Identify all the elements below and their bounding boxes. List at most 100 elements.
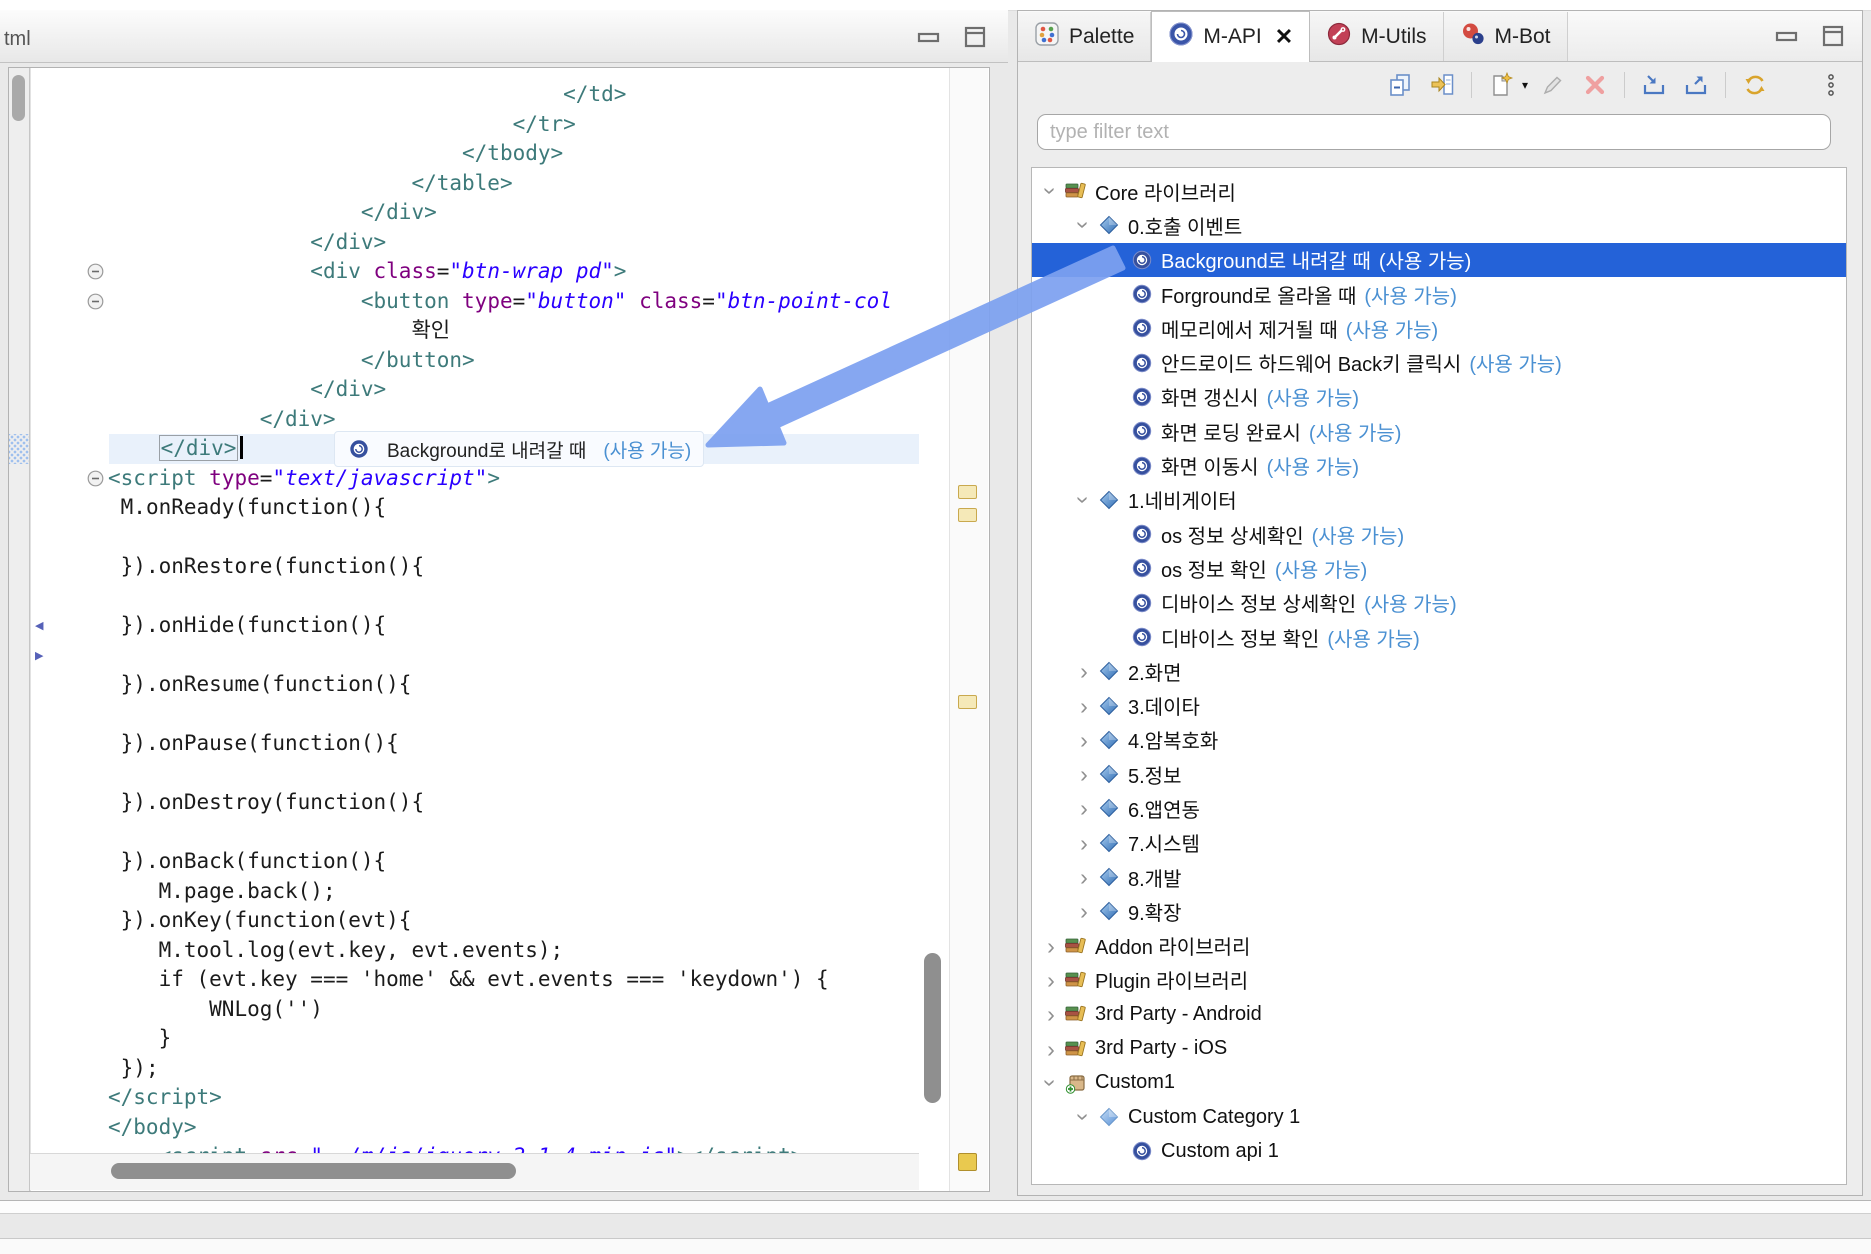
code-line[interactable]: </div> bbox=[108, 228, 919, 258]
code-line[interactable]: </div> bbox=[108, 198, 919, 228]
minimize-icon[interactable] bbox=[914, 22, 944, 52]
edit-button[interactable] bbox=[1536, 68, 1570, 102]
refresh-button[interactable] bbox=[1738, 68, 1772, 102]
ruler-thumb[interactable] bbox=[12, 75, 25, 121]
tree-item[interactable]: ›0.호출 이벤트 bbox=[1032, 208, 1846, 242]
tree-item[interactable]: ›1.네비게이터 bbox=[1032, 483, 1846, 517]
chevron-collapsed-icon[interactable]: › bbox=[1038, 1039, 1064, 1059]
code-line[interactable] bbox=[108, 700, 919, 730]
code-line[interactable]: }).onDestroy(function(){ bbox=[108, 788, 919, 818]
editor-tab-html[interactable]: tml bbox=[4, 28, 31, 51]
chevron-expanded-icon[interactable]: › bbox=[1041, 178, 1061, 204]
code-line[interactable] bbox=[108, 641, 919, 671]
tree-item[interactable]: ›7.시스템 bbox=[1032, 826, 1846, 860]
delete-button[interactable] bbox=[1578, 68, 1612, 102]
dropdown-arrow-icon[interactable]: ▾ bbox=[1522, 78, 1528, 92]
tree-item[interactable]: 메모리에서 제거될 때(사용 가능) bbox=[1032, 311, 1846, 345]
code-line[interactable]: }); bbox=[108, 1054, 919, 1084]
chevron-expanded-icon[interactable]: › bbox=[1074, 212, 1094, 238]
code-line[interactable]: }).onRestore(function(){ bbox=[108, 552, 919, 582]
tree-item[interactable]: 화면 이동시(사용 가능) bbox=[1032, 448, 1846, 482]
overview-mark[interactable] bbox=[958, 508, 977, 522]
chevron-expanded-icon[interactable]: › bbox=[1074, 487, 1094, 513]
export-button[interactable] bbox=[1679, 68, 1713, 102]
tree-item[interactable]: ›Custom Category 1 bbox=[1032, 1100, 1846, 1134]
horizontal-scrollbar-thumb[interactable] bbox=[111, 1163, 516, 1179]
code-line[interactable]: </script> bbox=[108, 1083, 919, 1113]
code-lines[interactable]: </td> </tr> </tbody> </table> </div> </d… bbox=[108, 80, 919, 1165]
code-line[interactable]: if (evt.key === 'home' && evt.events ===… bbox=[108, 965, 919, 995]
tree-item[interactable]: ›6.앱연동 bbox=[1032, 791, 1846, 825]
tree-item[interactable]: 화면 갱신시(사용 가능) bbox=[1032, 380, 1846, 414]
minimize-icon[interactable] bbox=[1772, 21, 1802, 51]
tree-item[interactable]: 안드로이드 하드웨어 Back키 클릭시(사용 가능) bbox=[1032, 345, 1846, 379]
close-icon[interactable]: ✕ bbox=[1275, 24, 1293, 50]
tree-item[interactable]: ›5.정보 bbox=[1032, 757, 1846, 791]
vertical-scrollbar[interactable] bbox=[921, 68, 945, 1191]
code-line[interactable]: <div class="btn-wrap pd"> bbox=[108, 257, 919, 287]
maximize-icon[interactable] bbox=[1818, 21, 1848, 51]
overview-mark[interactable] bbox=[958, 485, 977, 499]
code-line[interactable]: M.page.back(); bbox=[108, 877, 919, 907]
maximize-icon[interactable] bbox=[960, 22, 990, 52]
tree-item[interactable]: ›3rd Party - iOS bbox=[1032, 1031, 1846, 1065]
collapse-all-button[interactable] bbox=[1383, 68, 1417, 102]
chevron-collapsed-icon[interactable]: › bbox=[1071, 764, 1097, 784]
tree-item[interactable]: 화면 로딩 완료시(사용 가능) bbox=[1032, 414, 1846, 448]
code-line[interactable]: </div> bbox=[108, 405, 919, 435]
tree-item[interactable]: ›3rd Party - Android bbox=[1032, 997, 1846, 1031]
code-line[interactable] bbox=[108, 759, 919, 789]
code-line[interactable]: </td> bbox=[108, 80, 919, 110]
chevron-collapsed-icon[interactable]: › bbox=[1038, 1004, 1064, 1024]
vertical-scrollbar-thumb[interactable] bbox=[924, 953, 941, 1103]
tree-item[interactable]: ›4.암복호화 bbox=[1032, 723, 1846, 757]
tree-item[interactable]: ›2.화면 bbox=[1032, 654, 1846, 688]
code-line[interactable] bbox=[108, 818, 919, 848]
chevron-collapsed-icon[interactable]: › bbox=[1071, 661, 1097, 681]
chevron-collapsed-icon[interactable]: › bbox=[1071, 730, 1097, 750]
code-line[interactable]: WNLog('') bbox=[108, 995, 919, 1025]
chevron-collapsed-icon[interactable]: › bbox=[1071, 867, 1097, 887]
code-line[interactable]: M.tool.log(evt.key, evt.events); bbox=[108, 936, 919, 966]
overview-mark[interactable] bbox=[958, 695, 977, 709]
import-button[interactable] bbox=[1637, 68, 1671, 102]
link-with-editor-button[interactable] bbox=[1425, 68, 1459, 102]
code-line[interactable]: 확인 bbox=[108, 316, 919, 346]
tab-palette[interactable]: Palette bbox=[1018, 12, 1151, 61]
tree-item[interactable]: os 정보 확인(사용 가능) bbox=[1032, 551, 1846, 585]
code-line[interactable]: }).onBack(function(){ bbox=[108, 847, 919, 877]
horizontal-scrollbar[interactable] bbox=[30, 1153, 919, 1190]
code-line[interactable]: </button> bbox=[108, 346, 919, 376]
code-line[interactable]: <script type="text/javascript"> bbox=[108, 464, 919, 494]
tree-item[interactable]: ›Custom1 bbox=[1032, 1066, 1846, 1100]
code-line[interactable]: }).onHide(function(){ bbox=[108, 611, 919, 641]
tab-m-bot[interactable]: M-Bot bbox=[1444, 12, 1568, 61]
tree-item[interactable]: ›Plugin 라이브러리 bbox=[1032, 963, 1846, 997]
filter-input[interactable] bbox=[1037, 114, 1831, 150]
tree-item[interactable]: ›3.데이타 bbox=[1032, 688, 1846, 722]
code-line[interactable]: } bbox=[108, 1024, 919, 1054]
code-line[interactable]: </tr> bbox=[108, 110, 919, 140]
tree-item[interactable]: ›9.확장 bbox=[1032, 894, 1846, 928]
code-line[interactable] bbox=[108, 582, 919, 612]
chevron-collapsed-icon[interactable]: › bbox=[1071, 696, 1097, 716]
code-line[interactable]: </div> bbox=[108, 375, 919, 405]
chevron-collapsed-icon[interactable]: › bbox=[1071, 833, 1097, 853]
chevron-expanded-icon[interactable]: › bbox=[1041, 1070, 1061, 1096]
fold-collapse-icon[interactable] bbox=[87, 293, 104, 310]
tab-m-utils[interactable]: M-Utils bbox=[1310, 12, 1443, 61]
code-line[interactable]: }).onKey(function(evt){ bbox=[108, 906, 919, 936]
code-line[interactable]: </table> bbox=[108, 169, 919, 199]
chevron-collapsed-icon[interactable]: › bbox=[1071, 901, 1097, 921]
chevron-expanded-icon[interactable]: › bbox=[1074, 1104, 1094, 1130]
code-line[interactable]: }).onPause(function(){ bbox=[108, 729, 919, 759]
code-line[interactable]: </tbody> bbox=[108, 139, 919, 169]
tree-item[interactable]: Custom api 1 bbox=[1032, 1134, 1846, 1168]
tree-item[interactable]: ›Addon 라이브러리 bbox=[1032, 929, 1846, 963]
code-line[interactable] bbox=[108, 523, 919, 553]
new-item-button[interactable] bbox=[1484, 68, 1518, 102]
tree-item[interactable]: Forground로 올라올 때(사용 가능) bbox=[1032, 277, 1846, 311]
code-editor[interactable]: </td> </tr> </tbody> </table> </div> </d… bbox=[8, 67, 990, 1192]
tree-item[interactable]: 디바이스 정보 상세확인(사용 가능) bbox=[1032, 586, 1846, 620]
fold-collapse-icon[interactable] bbox=[87, 470, 104, 487]
